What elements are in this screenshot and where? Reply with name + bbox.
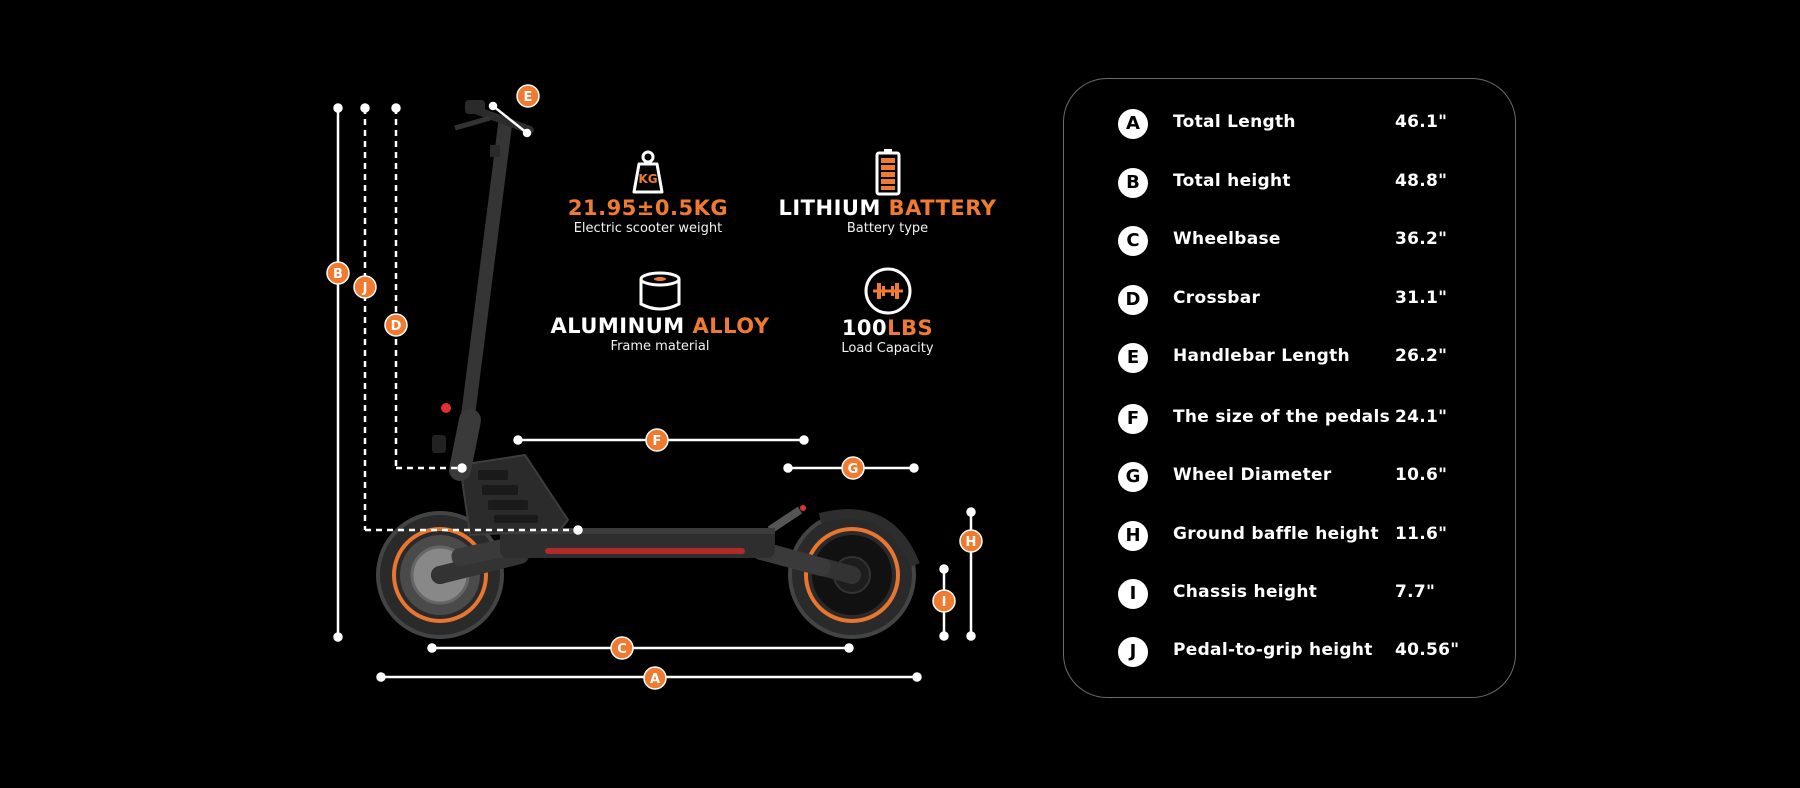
marker-i: I bbox=[932, 589, 956, 613]
svg-text:G: G bbox=[848, 462, 859, 477]
svg-text:KG: KG bbox=[638, 172, 657, 186]
svg-text:H: H bbox=[966, 535, 977, 550]
dimension-lines bbox=[333, 101, 976, 682]
letter-badge-h: H bbox=[1118, 521, 1148, 551]
marker-b: B bbox=[326, 261, 350, 285]
spec-value: 48.8" bbox=[1395, 171, 1448, 191]
letter-badge-d: D bbox=[1118, 285, 1148, 315]
letter-badge-e: E bbox=[1118, 343, 1148, 373]
svg-text:A: A bbox=[650, 672, 660, 687]
spec-value: 36.2" bbox=[1395, 229, 1448, 249]
frame-subtitle: Frame material bbox=[610, 339, 710, 354]
spec-value: 40.56" bbox=[1395, 640, 1460, 660]
spec-row-j: J Pedal-to-grip height 40.56" bbox=[1064, 632, 1515, 672]
letter-badge-a: A bbox=[1118, 109, 1148, 139]
spec-row-a: A Total Length 46.1" bbox=[1064, 104, 1515, 144]
spec-row-b: B Total height 48.8" bbox=[1064, 163, 1515, 203]
svg-text:E: E bbox=[524, 90, 533, 105]
scooter-illustration bbox=[376, 100, 920, 639]
highlight-frame: ALUMINUM ALLOY Frame material bbox=[545, 270, 775, 355]
svg-text:C: C bbox=[617, 642, 627, 657]
spec-label: Ground baffle height bbox=[1173, 524, 1379, 544]
highlight-load: 100LBS Load Capacity bbox=[820, 266, 955, 357]
spec-label: Wheel Diameter bbox=[1173, 465, 1332, 485]
spec-label: Total height bbox=[1173, 171, 1291, 191]
spec-value: 46.1" bbox=[1395, 112, 1448, 132]
frame-title: ALUMINUM ALLOY bbox=[550, 314, 770, 338]
spec-label: Pedal-to-grip height bbox=[1173, 640, 1373, 660]
dimension-markers: A B C D E F G H I J bbox=[326, 84, 983, 690]
letter-badge-g: G bbox=[1118, 462, 1148, 492]
load-subtitle: Load Capacity bbox=[841, 341, 934, 356]
marker-h: H bbox=[959, 529, 983, 553]
spec-value: 7.7" bbox=[1395, 582, 1436, 602]
spec-row-h: H Ground baffle height 11.6" bbox=[1064, 516, 1515, 556]
weight-subtitle: Electric scooter weight bbox=[573, 221, 723, 236]
spec-label: Handlebar Length bbox=[1173, 346, 1350, 366]
dumbbell-icon bbox=[864, 267, 911, 315]
svg-text:F: F bbox=[653, 434, 662, 449]
spec-value: 26.2" bbox=[1395, 346, 1448, 366]
spec-row-c: C Wheelbase 36.2" bbox=[1064, 221, 1515, 261]
battery-icon bbox=[875, 149, 900, 196]
marker-e: E bbox=[516, 84, 540, 108]
svg-text:D: D bbox=[391, 319, 402, 334]
marker-g: G bbox=[841, 456, 865, 480]
marker-d: D bbox=[384, 313, 408, 337]
letter-badge-j: J bbox=[1118, 637, 1148, 667]
spec-label: Total Length bbox=[1173, 112, 1296, 132]
letter-badge-c: C bbox=[1118, 226, 1148, 256]
marker-f: F bbox=[645, 428, 669, 452]
aluminum-roll-icon bbox=[639, 271, 681, 311]
spec-row-f: F The size of the pedals 24.1" bbox=[1064, 399, 1515, 439]
highlight-weight: KG 21.95±0.5KG Electric scooter weight bbox=[563, 148, 733, 237]
letter-badge-i: I bbox=[1118, 579, 1148, 609]
marker-c: C bbox=[610, 636, 634, 660]
letter-badge-b: B bbox=[1118, 168, 1148, 198]
svg-text:B: B bbox=[333, 267, 343, 282]
weight-icon: KG bbox=[632, 150, 664, 194]
letter-badge-f: F bbox=[1118, 404, 1148, 434]
spec-row-d: D Crossbar 31.1" bbox=[1064, 280, 1515, 320]
spec-label: Chassis height bbox=[1173, 582, 1318, 602]
spec-table-panel: A Total Length 46.1" B Total height 48.8… bbox=[1063, 78, 1516, 698]
spec-label: Crossbar bbox=[1173, 288, 1261, 308]
spec-value: 10.6" bbox=[1395, 465, 1448, 485]
battery-title: LITHIUM BATTERY bbox=[778, 196, 997, 220]
spec-row-i: I Chassis height 7.7" bbox=[1064, 574, 1515, 614]
scooter-dimension-diagram: A B C D E F G H I J bbox=[326, 84, 983, 690]
marker-a: A bbox=[643, 666, 667, 690]
spec-label: The size of the pedals bbox=[1173, 407, 1390, 427]
spec-value: 24.1" bbox=[1395, 407, 1448, 427]
load-title: 100LBS bbox=[841, 316, 934, 340]
rear-wheel bbox=[788, 511, 916, 639]
marker-j: J bbox=[353, 275, 377, 299]
spec-value: 11.6" bbox=[1395, 524, 1448, 544]
weight-title: 21.95±0.5KG bbox=[567, 196, 729, 220]
spec-value: 31.1" bbox=[1395, 288, 1448, 308]
spec-row-e: E Handlebar Length 26.2" bbox=[1064, 338, 1515, 378]
spec-label: Wheelbase bbox=[1173, 229, 1281, 249]
svg-text:I: I bbox=[942, 595, 947, 610]
spec-row-g: G Wheel Diameter 10.6" bbox=[1064, 457, 1515, 497]
svg-text:J: J bbox=[362, 281, 368, 296]
highlight-battery: LITHIUM BATTERY Battery type bbox=[770, 148, 1005, 237]
battery-subtitle: Battery type bbox=[846, 221, 929, 236]
